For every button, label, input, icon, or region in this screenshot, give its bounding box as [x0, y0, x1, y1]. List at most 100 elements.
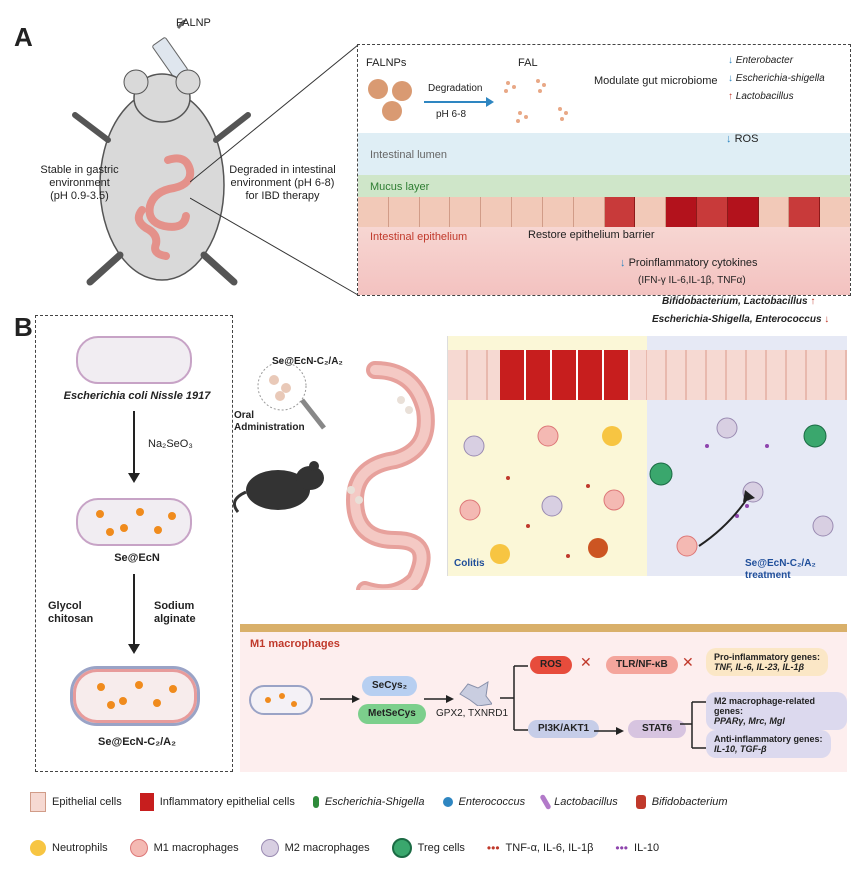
arrow-down-icon: ↓	[726, 133, 732, 145]
legend-item: Lactobacillus	[539, 793, 618, 811]
se-ecn-cell-icon	[76, 498, 192, 546]
enzyme-icon	[459, 681, 492, 706]
bacteria-item: ↑ Lactobacillus	[728, 91, 794, 102]
inflamed-cells	[500, 350, 630, 400]
final-label: Se@EcN-C₂/A₂	[98, 736, 176, 748]
branch-lines	[500, 665, 528, 731]
fal-particles	[504, 79, 568, 123]
legend-item: •••IL-10	[615, 841, 660, 855]
pro-inflammatory-box: Pro-inflammatory genes: TNF, IL-6, IL-23…	[706, 648, 829, 676]
treatment-label: Se@EcN-C₂/A₂ treatment	[745, 558, 816, 581]
lumen-label: Intestinal lumen	[370, 149, 448, 161]
gut-illustration	[345, 361, 435, 590]
cross-icon: ✕	[580, 654, 592, 670]
colitis-label: Colitis	[454, 558, 485, 569]
panel-b-letter: B	[14, 312, 33, 342]
selenium-particles	[97, 681, 177, 709]
tnf-il6-il1b-icon: •••	[486, 841, 500, 855]
falnps-label: FALNPs	[366, 57, 407, 69]
zoom-connector	[190, 44, 359, 296]
synthesis-arrow-1	[128, 411, 140, 483]
ros-label: ↓ ROS	[726, 133, 759, 145]
gpx-label: GPX2, TXNRD1	[436, 708, 509, 719]
arrow-up-icon: ↑	[728, 91, 733, 102]
bifidobacterium-icon	[635, 795, 646, 809]
bacteria-item: ↓ Enterobacter	[728, 55, 794, 66]
stable-line-1: Stable in gastric	[40, 164, 119, 176]
degraded-line-3: for IBD therapy	[245, 190, 320, 202]
legend-item: M1 macrophages	[129, 839, 239, 857]
coated-cell-icon	[70, 666, 200, 726]
arrow-down-icon: ↓	[728, 55, 733, 66]
pi3k-pill: PI3K/AKT1	[528, 720, 600, 738]
m2-macrophage-icon	[260, 839, 279, 857]
anti-inflammatory-genes: IL-10, TGF-β	[714, 744, 767, 754]
ph-label: pH 6-8	[436, 109, 467, 120]
m1-label: M1 macrophages	[250, 638, 340, 650]
stable-line-2: environment	[49, 177, 110, 189]
legend-item: Neutrophils	[30, 840, 108, 856]
m1-macrophage-icon	[129, 839, 148, 857]
pro-inflammatory-genes: TNF, IL-6, IL-23, IL-1β	[714, 662, 805, 672]
oral-mouse-illustration	[232, 361, 326, 513]
ecn-label: Escherichia coli Nissle 1917	[63, 390, 211, 402]
arrow-down-icon: ↓	[620, 257, 626, 269]
epithelium-area	[358, 227, 850, 295]
falnps-icon	[368, 79, 412, 121]
mucus-label: Mucus layer	[370, 181, 430, 193]
neutrophil-icon	[30, 840, 46, 856]
cytokines-list: (IFN-γ IL-6,IL-1β, TNFα)	[638, 275, 746, 286]
se-ecn-label: Se@EcN	[114, 552, 160, 564]
decreased-bacteria: Escherichia-Shigella, Enterococcus ↓	[652, 314, 830, 325]
legend-item: Inflammatory epithelial cells	[139, 793, 295, 811]
treatment-scene: Se@EcN-C₂/A₂ treatment	[647, 336, 847, 581]
synthesis-arrow-2	[128, 574, 140, 654]
m2-genes-title: M2 macrophage-related genes:	[714, 696, 816, 716]
intestine-detail-box: FALNPs Degradation pH 6-8 FAL Modulate g…	[357, 44, 851, 296]
stable-line-3: (pH 0.9-3.5)	[50, 190, 109, 202]
legend-item: •••TNF-α, IL-6, IL-1β	[486, 841, 594, 855]
legend-item: M2 macrophages	[260, 839, 370, 857]
legend-item: Enterococcus	[442, 796, 525, 808]
enterococcus-icon	[442, 797, 453, 807]
falnp-label: FALNP	[176, 17, 211, 29]
escherichia-shigella-icon	[312, 796, 319, 808]
treg-cell-icon	[391, 838, 412, 858]
synthesis-box: Escherichia coli Nissle 1917 Na₂SeO₃ Se@…	[35, 315, 233, 772]
legend-item: Escherichia-Shigella	[312, 796, 425, 808]
arrow-3	[594, 727, 624, 735]
bacteria-list: ↓ Enterobacter ↓ Escherichia-shigella ↑ …	[728, 55, 825, 103]
intestine-icon	[134, 154, 195, 260]
degradation-label: Degradation	[428, 83, 483, 94]
increased-bacteria: Bifidobacterium, Lactobacillus ↑	[662, 296, 816, 307]
il10-icon: •••	[615, 841, 629, 855]
pro-inflammatory-title: Pro-inflammatory genes:	[714, 652, 821, 662]
lactobacillus-icon	[539, 793, 552, 811]
legend-item: Treg cells	[391, 838, 465, 858]
degraded-line-1: Degraded in intestinal	[229, 164, 336, 176]
bacteria-item: ↓ Escherichia-shigella	[728, 73, 825, 84]
stat6-pill: STAT6	[628, 720, 687, 738]
anti-inflammatory-box: Anti-inflammatory genes: IL-10, TGF-β	[706, 730, 831, 758]
na2seo3-label: Na₂SeO₃	[148, 438, 193, 450]
epithelial-cell-icon	[30, 792, 46, 812]
arrow-up-icon: ↑	[810, 296, 816, 307]
epithelium-label: Intestinal epithelium	[370, 231, 468, 243]
colitis-cells	[459, 425, 625, 564]
epithelium-row	[358, 197, 850, 227]
degraded-line-2: environment (pH 6-8)	[230, 177, 335, 189]
legend-item: Bifidobacterium	[635, 795, 728, 809]
legend: Epithelial cells Inflammatory epithelial…	[30, 792, 850, 858]
ros-pill: ROS	[530, 656, 572, 674]
legend-item: Epithelial cells	[30, 792, 122, 812]
treatment-cells	[649, 417, 834, 557]
degradation-arrow	[424, 97, 494, 107]
mouse-illustration	[72, 20, 251, 286]
m2-genes-box: M2 macrophage-related genes: PPARγ, Mrc,…	[706, 692, 847, 730]
colitis-scene: Colitis	[447, 336, 648, 576]
se-ecn-ca-label: Se@EcN-C₂/A₂	[272, 356, 343, 367]
arrow-down-icon: ↓	[824, 314, 830, 325]
